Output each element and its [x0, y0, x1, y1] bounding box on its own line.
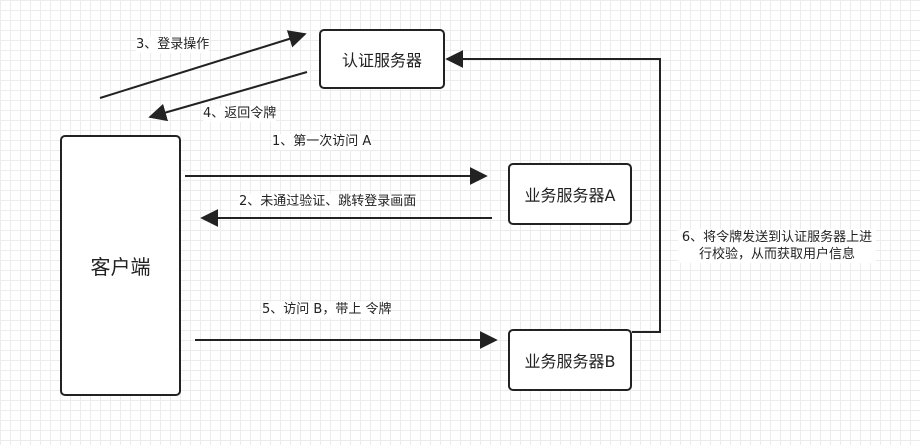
edge-login-label: 3、登录操作 [136, 37, 210, 53]
node-client-label: 客户端 [90, 255, 151, 279]
node-service-a-label: 业务服务器A [524, 186, 616, 205]
node-service-b-label: 业务服务器B [524, 352, 616, 371]
node-auth-server-label: 认证服务器 [341, 51, 422, 70]
edge-validate-token-arrow [445, 50, 661, 333]
node-auth-server[interactable]: 认证服务器 [319, 29, 445, 89]
edge-validate-token-label: 6、将令牌发送到认证服务器上进行校验，从而获取用户信息 [678, 229, 876, 263]
edge-login-arrow [99, 30, 307, 99]
edge-access-b-label: 5、访问 B，带上 令牌 [262, 302, 392, 318]
edge-redirect-login-label: 2、未通过验证、跳转登录画面 [239, 194, 417, 210]
node-service-a[interactable]: 业务服务器A [508, 163, 632, 225]
node-service-b[interactable]: 业务服务器B [508, 329, 632, 391]
edge-first-access-label: 1、第一次访问 A [272, 134, 372, 150]
edge-return-token-arrow [148, 71, 308, 122]
node-client[interactable]: 客户端 [60, 135, 181, 396]
edge-return-token-label: 4、返回令牌 [203, 106, 277, 122]
